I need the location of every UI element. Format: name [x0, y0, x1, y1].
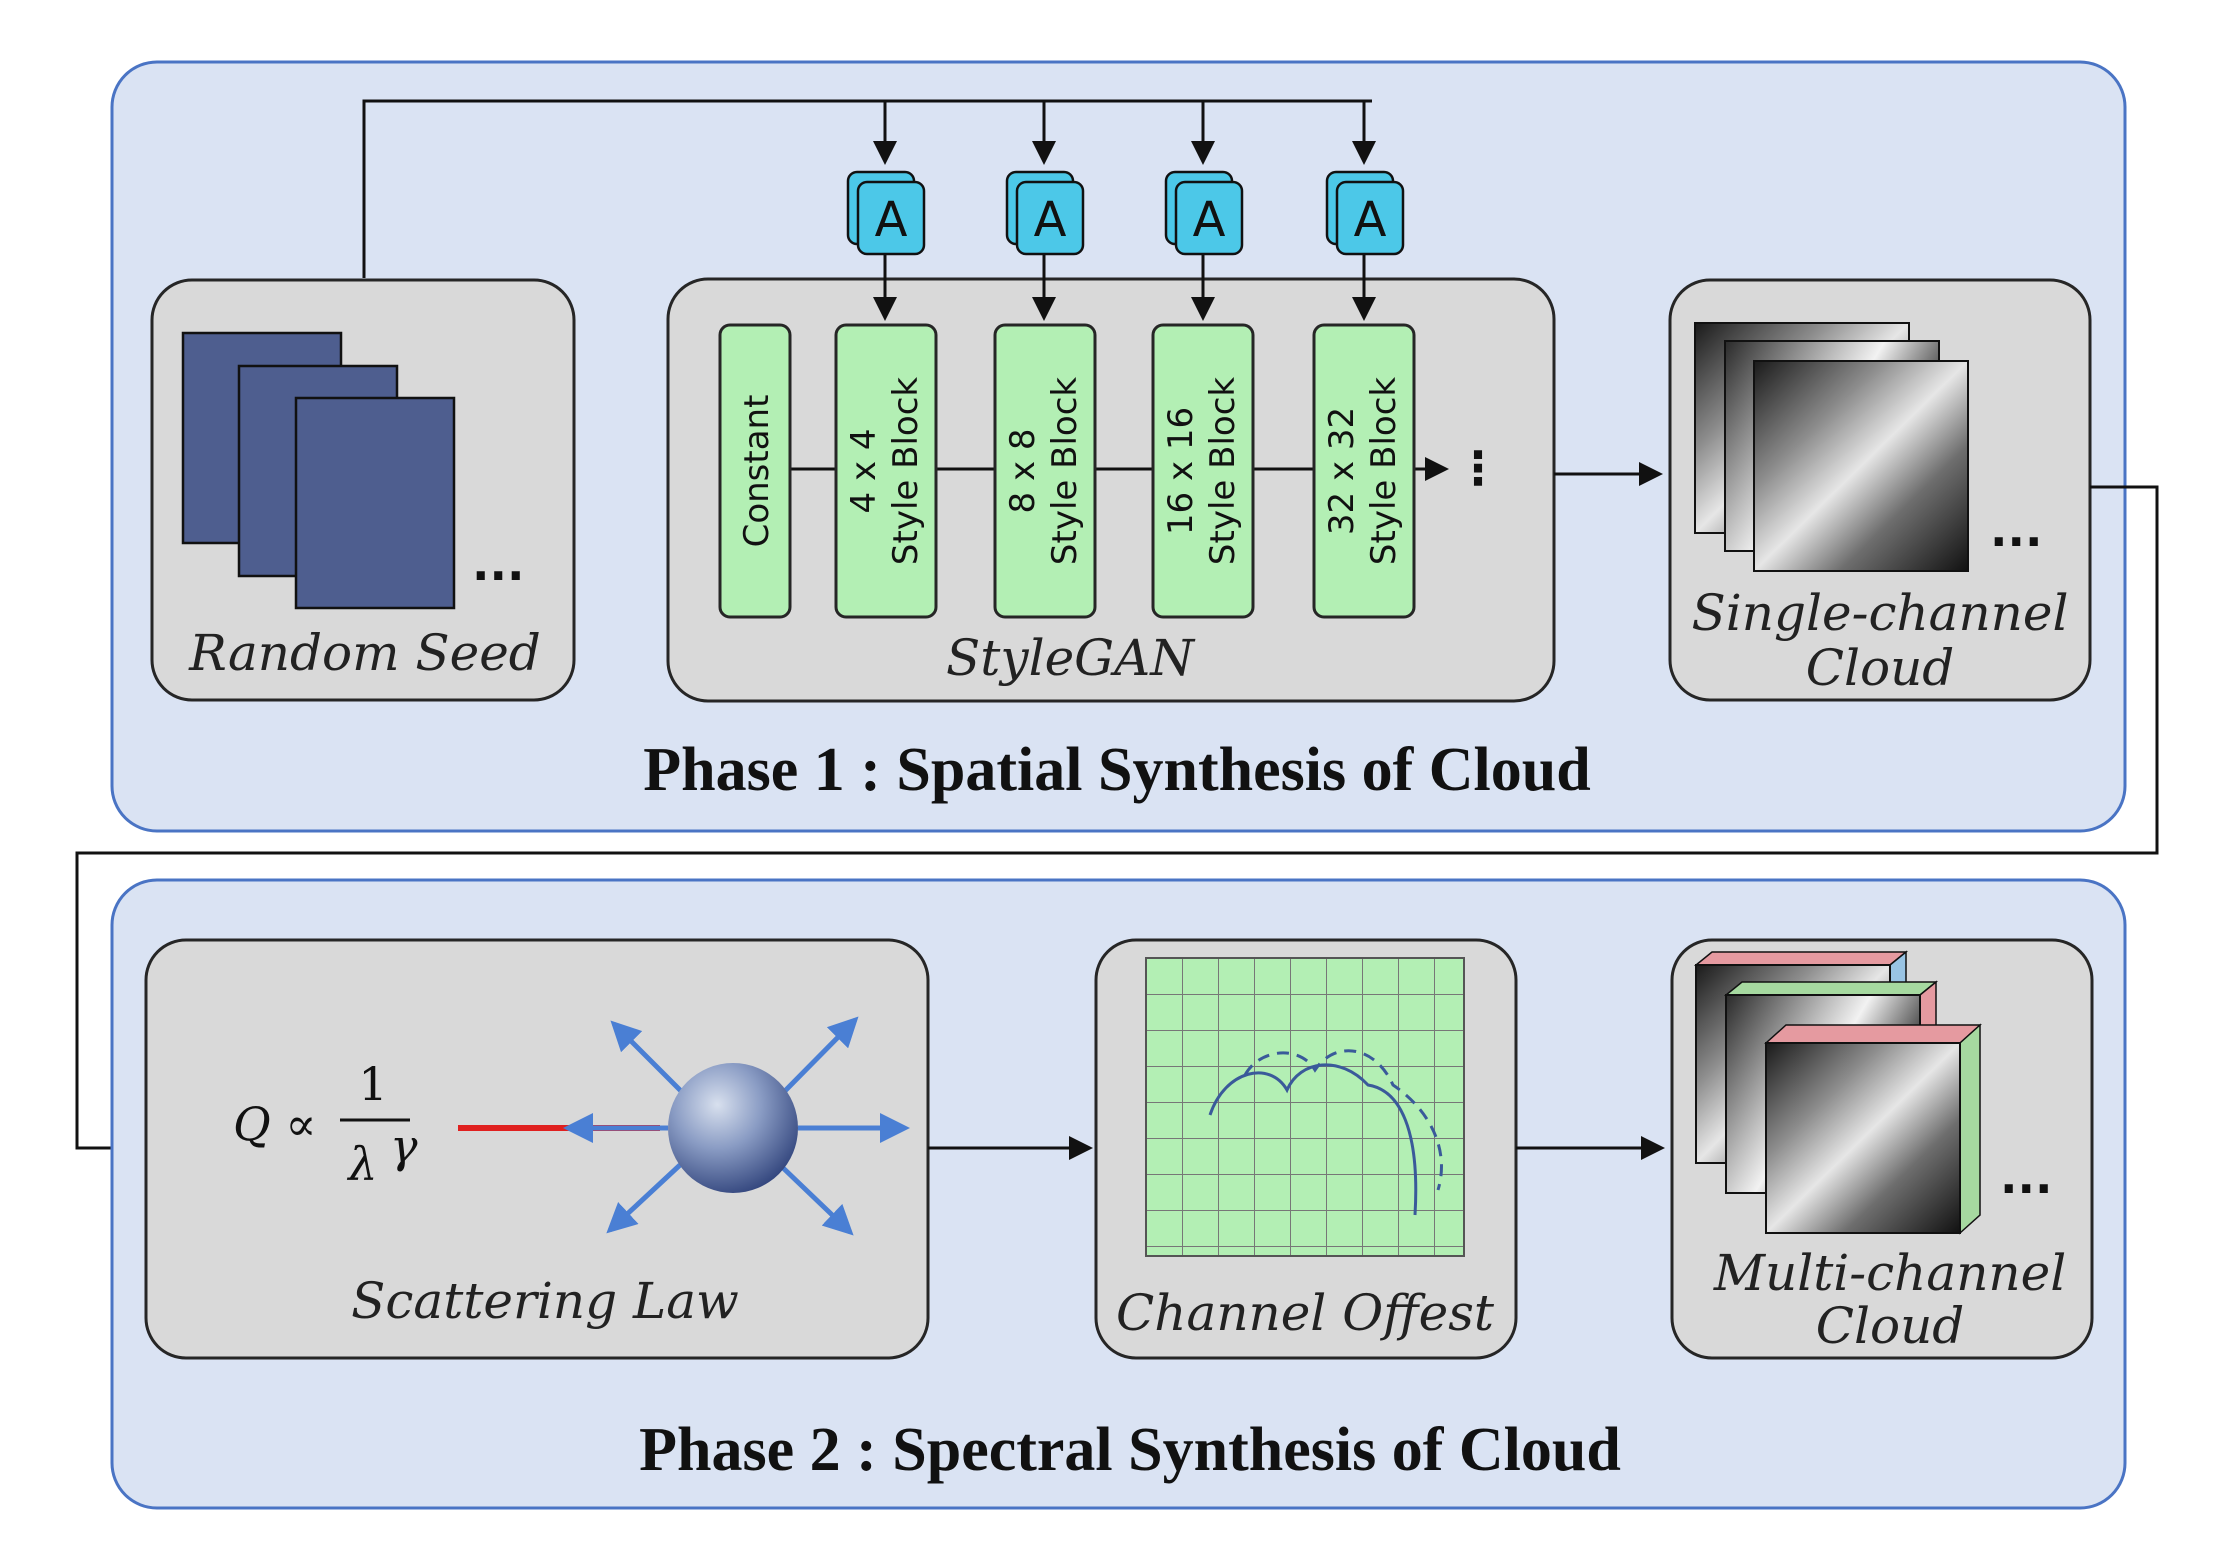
- cloud-image-3: [1753, 360, 1969, 572]
- offset-dashed-curve: [1243, 1049, 1443, 1191]
- multi-channel-label-1: Multi-channel: [1713, 1244, 2066, 1302]
- scatter-arrow-down-right: [778, 1163, 854, 1236]
- single-channel-label-2: Cloud: [1806, 639, 1955, 697]
- cloud-ellipsis: ...: [1990, 503, 2042, 557]
- phase1-title: Phase 1 : Spatial Synthesis of Cloud: [643, 736, 1590, 804]
- particle-sphere: [668, 1063, 798, 1193]
- style-block-name: Style Block: [1364, 377, 1404, 565]
- style-bus-line: [362, 99, 1372, 278]
- style-block-size: 4 x 4: [844, 429, 884, 514]
- multi-channel-label-2: Cloud: [1816, 1297, 1965, 1355]
- offset-curves: [1208, 1049, 1443, 1216]
- random-seed-label: Random Seed: [188, 624, 541, 682]
- affine-module-2: A: [1005, 170, 1085, 256]
- multi-cloud-stack-3: [1764, 1023, 1982, 1235]
- scattering-formula: Q ∝ 1 λ γ: [233, 1057, 418, 1191]
- formula-denominator: λ: [346, 1137, 377, 1191]
- offset-grid: [1145, 957, 1465, 1257]
- scatter-arrow-down-left: [606, 1163, 682, 1234]
- formula-exponent: γ: [390, 1119, 418, 1173]
- constant-label: Constant: [737, 395, 777, 548]
- scattering-law-label: Scattering Law: [351, 1272, 739, 1330]
- affine-label: A: [1034, 192, 1067, 248]
- stylegan-label: StyleGAN: [946, 629, 1196, 687]
- affine-label: A: [1354, 192, 1387, 248]
- affine-module-3: A: [1164, 170, 1244, 256]
- scatter-arrow-up-right: [776, 1016, 859, 1100]
- phase-connector-line: [75, 485, 2159, 1160]
- formula-numerator: 1: [358, 1057, 387, 1111]
- affine-label: A: [875, 192, 908, 248]
- style-block-size: 16 x 16: [1161, 407, 1201, 535]
- affine-module-4: A: [1325, 170, 1405, 256]
- style-block-size: 32 x 32: [1322, 407, 1362, 535]
- scatter-arrows: [563, 1016, 910, 1236]
- seed-sheet-3: [294, 396, 456, 610]
- style-block-8x8: 8 x 8 Style Block: [993, 323, 1097, 619]
- channel-offset-label: Channel Offest: [1116, 1284, 1495, 1342]
- scatter-arrow-up-left: [610, 1020, 690, 1100]
- style-block-16x16: 16 x 16 Style Block: [1151, 323, 1255, 619]
- phase2-title: Phase 2 : Spectral Synthesis of Cloud: [639, 1416, 1621, 1484]
- style-block-size: 8 x 8: [1003, 429, 1043, 514]
- style-block-name: Style Block: [886, 377, 926, 565]
- multi-cloud-ellipsis: ...: [2000, 1150, 2052, 1204]
- affine-module-1: A: [846, 170, 926, 256]
- formula-lhs: Q ∝: [233, 1097, 316, 1151]
- style-block-4x4: 4 x 4 Style Block: [834, 323, 938, 619]
- style-block-32x32: 32 x 32 Style Block: [1312, 323, 1416, 619]
- style-block-name: Style Block: [1045, 377, 1085, 565]
- constant-block: [718, 323, 792, 619]
- block-vertical-ellipsis: ⋮: [1455, 441, 1501, 495]
- offset-solid-curve: [1208, 1063, 1418, 1216]
- single-channel-label-1: Single-channel: [1692, 584, 2069, 642]
- style-block-name: Style Block: [1203, 377, 1243, 565]
- affine-label: A: [1193, 192, 1226, 248]
- seed-ellipsis: ...: [472, 537, 524, 591]
